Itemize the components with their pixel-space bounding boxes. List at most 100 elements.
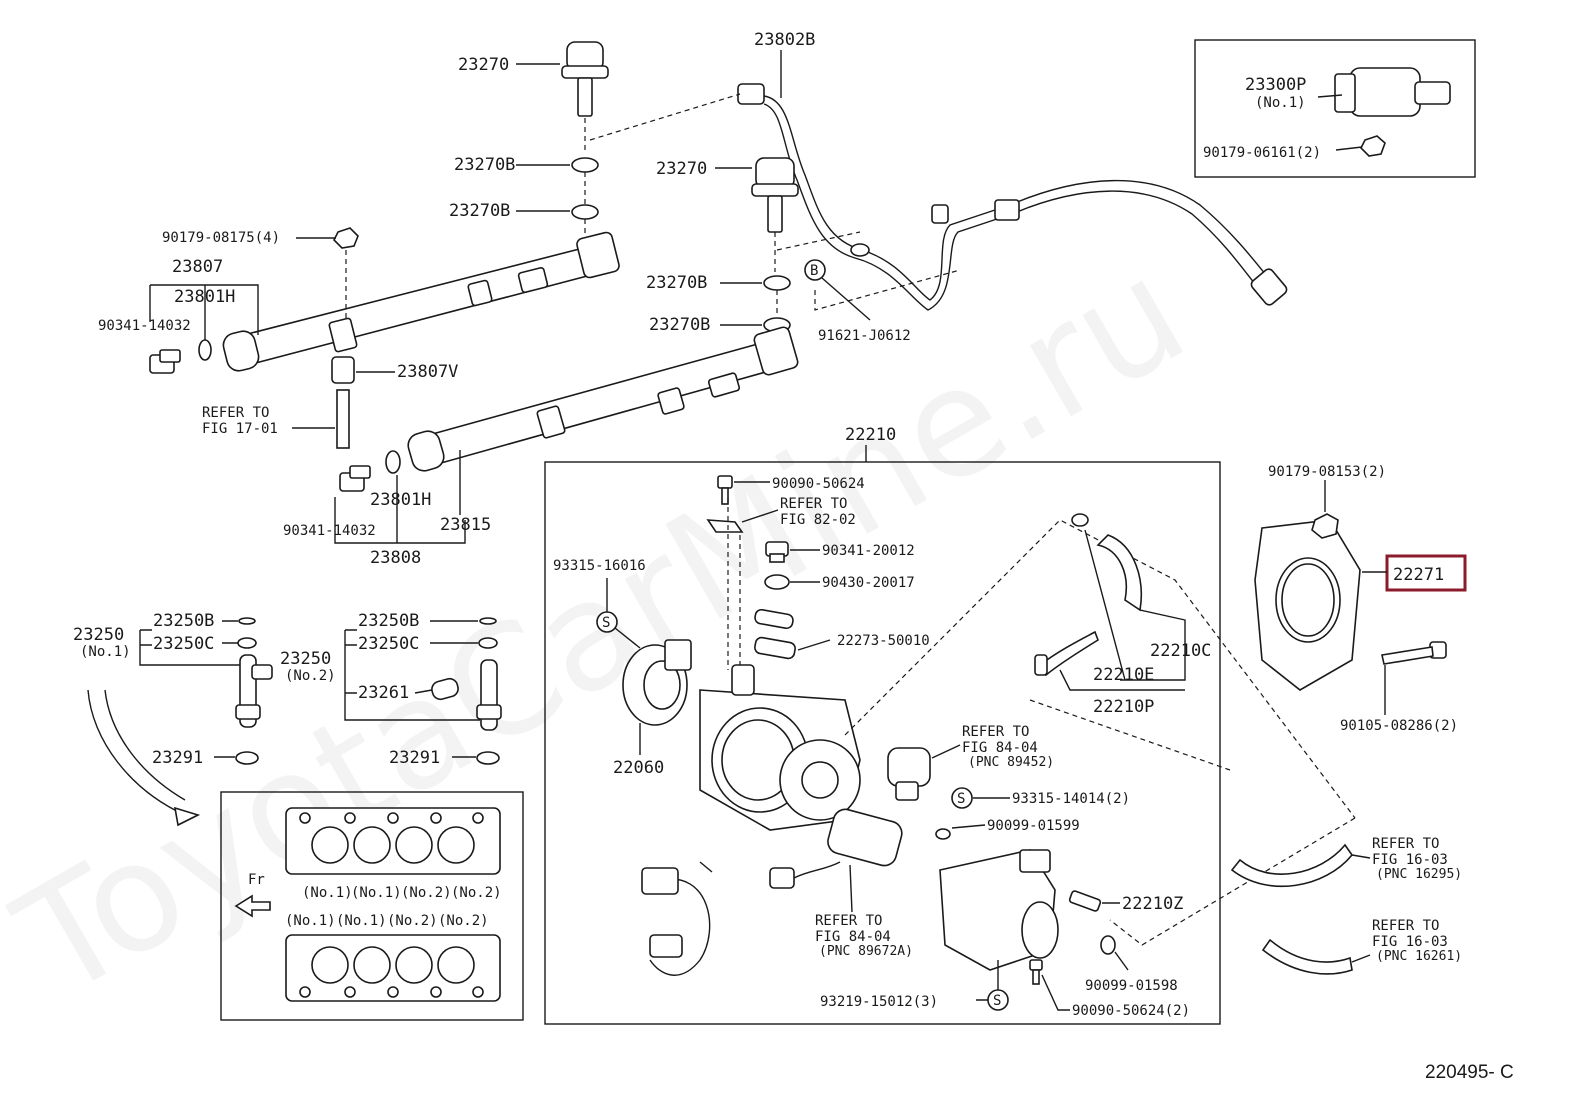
refer-16-03-a1[interactable]: REFER TO xyxy=(1372,836,1439,852)
pressure-regulator-23270-mid[interactable] xyxy=(751,157,799,233)
label-90105[interactable]: 90105-08286(2) xyxy=(1340,718,1458,734)
refer-17-01-b[interactable]: FIG 17-01 xyxy=(202,421,278,437)
actuator-89672a[interactable] xyxy=(769,807,905,889)
refer-84-04-a1[interactable]: REFER TO xyxy=(962,724,1029,740)
label-23250-no2[interactable]: 23250 xyxy=(280,649,331,669)
label-23808[interactable]: 23808 xyxy=(370,548,421,568)
o-ring-23270b-b[interactable] xyxy=(571,204,599,220)
refer-82-02-b[interactable]: FIG 82-02 xyxy=(780,512,856,528)
plug-90341-14032-a[interactable] xyxy=(149,349,181,374)
refer-84-04-b1[interactable]: REFER TO xyxy=(815,913,882,929)
refer-16-03-b3[interactable]: (PNC 16261) xyxy=(1376,949,1462,964)
label-90090-50624-a[interactable]: 90090-50624 xyxy=(772,476,865,492)
label-90179-08175[interactable]: 90179-08175(4) xyxy=(162,230,280,246)
spacer-23807v[interactable] xyxy=(331,356,355,449)
o-ring-23250c-2[interactable] xyxy=(478,637,498,649)
label-91621[interactable]: 91621-J0612 xyxy=(818,328,911,344)
clip-23250b-1[interactable] xyxy=(238,617,256,625)
fuel-pipe-23802b[interactable] xyxy=(737,83,1289,311)
clip-23250b-2[interactable] xyxy=(479,617,497,625)
hose-22210e[interactable] xyxy=(1034,630,1099,677)
pressure-regulator-23270-top[interactable] xyxy=(561,41,609,117)
label-23250c-1[interactable]: 23250C xyxy=(153,634,214,654)
label-23250b-2[interactable]: 23250B xyxy=(358,611,419,631)
fuel-rail-23807[interactable] xyxy=(221,231,620,373)
idle-valve-89452[interactable] xyxy=(887,747,931,801)
label-90090-50624-b[interactable]: 90090-50624(2) xyxy=(1072,1003,1190,1019)
label-23801h-b[interactable]: 23801H xyxy=(370,490,431,510)
refer-84-04-a3[interactable]: (PNC 89452) xyxy=(968,755,1054,770)
label-22271[interactable]: 22271 xyxy=(1393,565,1444,585)
label-23250b-1[interactable]: 23250B xyxy=(153,611,214,631)
label-22210p[interactable]: 22210P xyxy=(1093,697,1154,717)
label-90099-01599[interactable]: 90099-01599 xyxy=(987,818,1080,834)
refer-16-03-b1[interactable]: REFER TO xyxy=(1372,918,1439,934)
label-23270b-b[interactable]: 23270B xyxy=(449,201,510,221)
label-90179-06161[interactable]: 90179-06161(2) xyxy=(1203,145,1321,161)
label-22210c[interactable]: 22210C xyxy=(1150,641,1211,661)
label-22210z[interactable]: 22210Z xyxy=(1122,894,1183,914)
injector-no2[interactable] xyxy=(476,659,502,731)
gasket-90099-01598[interactable] xyxy=(1100,935,1116,955)
hose-16261[interactable] xyxy=(1261,938,1353,975)
plug-90341-20012[interactable] xyxy=(765,541,789,563)
label-90341-14032-b[interactable]: 90341-14032 xyxy=(283,523,376,539)
label-23291-b[interactable]: 23291 xyxy=(389,748,440,768)
label-23270-top[interactable]: 23270 xyxy=(458,55,509,75)
refer-82-02-a[interactable]: REFER TO xyxy=(780,496,847,512)
refer-16-03-a2[interactable]: FIG 16-03 xyxy=(1372,852,1448,868)
label-22210[interactable]: 22210 xyxy=(845,425,896,445)
refer-84-04-a2[interactable]: FIG 84-04 xyxy=(962,740,1038,756)
label-93219[interactable]: 93219-15012(3) xyxy=(820,994,938,1010)
label-22060[interactable]: 22060 xyxy=(613,758,664,778)
gasket-90430-20017[interactable] xyxy=(764,574,790,590)
o-ring-23270b-c[interactable] xyxy=(763,275,791,291)
label-22273[interactable]: 22273-50010 xyxy=(837,633,930,649)
label-23261[interactable]: 23261 xyxy=(358,683,409,703)
label-23291-a[interactable]: 23291 xyxy=(152,748,203,768)
throttle-body[interactable] xyxy=(699,664,861,831)
label-23300p[interactable]: 23300P xyxy=(1245,75,1306,95)
bolt-90090-50624-b[interactable] xyxy=(1029,959,1043,985)
label-23250c-2[interactable]: 23250C xyxy=(358,634,419,654)
label-23801h-a[interactable]: 23801H xyxy=(174,287,235,307)
air-valve-assy[interactable] xyxy=(939,849,1059,971)
label-23802b[interactable]: 23802B xyxy=(754,30,815,50)
label-93315-14014[interactable]: 93315-14014(2) xyxy=(1012,791,1130,807)
nut-90179-06161[interactable] xyxy=(1360,135,1386,157)
nut-90179-08153[interactable] xyxy=(1311,513,1339,539)
label-23270b-d[interactable]: 23270B xyxy=(649,315,710,335)
label-90341-14032-a[interactable]: 90341-14032 xyxy=(98,318,191,334)
o-ring-23270b-a[interactable] xyxy=(571,157,599,173)
injector-no1[interactable] xyxy=(235,654,273,728)
plug-90341-14032-b[interactable] xyxy=(339,465,371,492)
gasket-22273-50010[interactable] xyxy=(754,608,796,660)
label-93315-16016[interactable]: 93315-16016 xyxy=(553,558,646,574)
fuel-pressure-damper-23300p[interactable] xyxy=(1334,67,1451,117)
bracket-82-02[interactable] xyxy=(706,519,744,533)
gasket-23801h-b[interactable] xyxy=(385,450,401,474)
label-23807v[interactable]: 23807V xyxy=(397,362,458,382)
o-ring-23291-b[interactable] xyxy=(476,751,500,765)
refer-16-03-a3[interactable]: (PNC 16295) xyxy=(1376,867,1462,882)
refer-84-04-b3[interactable]: (PNC 89672A) xyxy=(819,944,913,959)
label-22210e[interactable]: 22210E xyxy=(1093,665,1154,685)
hose-22210c[interactable] xyxy=(1071,513,1142,612)
bolt-90090-50624-a[interactable] xyxy=(717,475,733,505)
refer-17-01-a[interactable]: REFER TO xyxy=(202,405,269,421)
label-90099-01598[interactable]: 90099-01598 xyxy=(1085,978,1178,994)
label-23270-mid[interactable]: 23270 xyxy=(656,159,707,179)
hose-16295[interactable] xyxy=(1230,843,1354,888)
bolt-90105-08286[interactable] xyxy=(1381,641,1447,665)
label-23250-no1[interactable]: 23250 xyxy=(73,625,124,645)
throttle-position-sensor-22060[interactable] xyxy=(622,639,692,726)
label-90430-20017[interactable]: 90430-20017 xyxy=(822,575,915,591)
o-ring-23291-a[interactable] xyxy=(235,751,259,765)
refer-16-03-b2[interactable]: FIG 16-03 xyxy=(1372,934,1448,950)
bolt-90179-08175[interactable] xyxy=(333,227,359,249)
wire-harness[interactable] xyxy=(641,861,713,976)
throttle-body-gasket-22271[interactable] xyxy=(1254,519,1361,691)
o-ring-23250c-1[interactable] xyxy=(237,637,257,649)
gasket-23801h-a[interactable] xyxy=(198,339,212,361)
protector-23261[interactable] xyxy=(430,677,460,701)
